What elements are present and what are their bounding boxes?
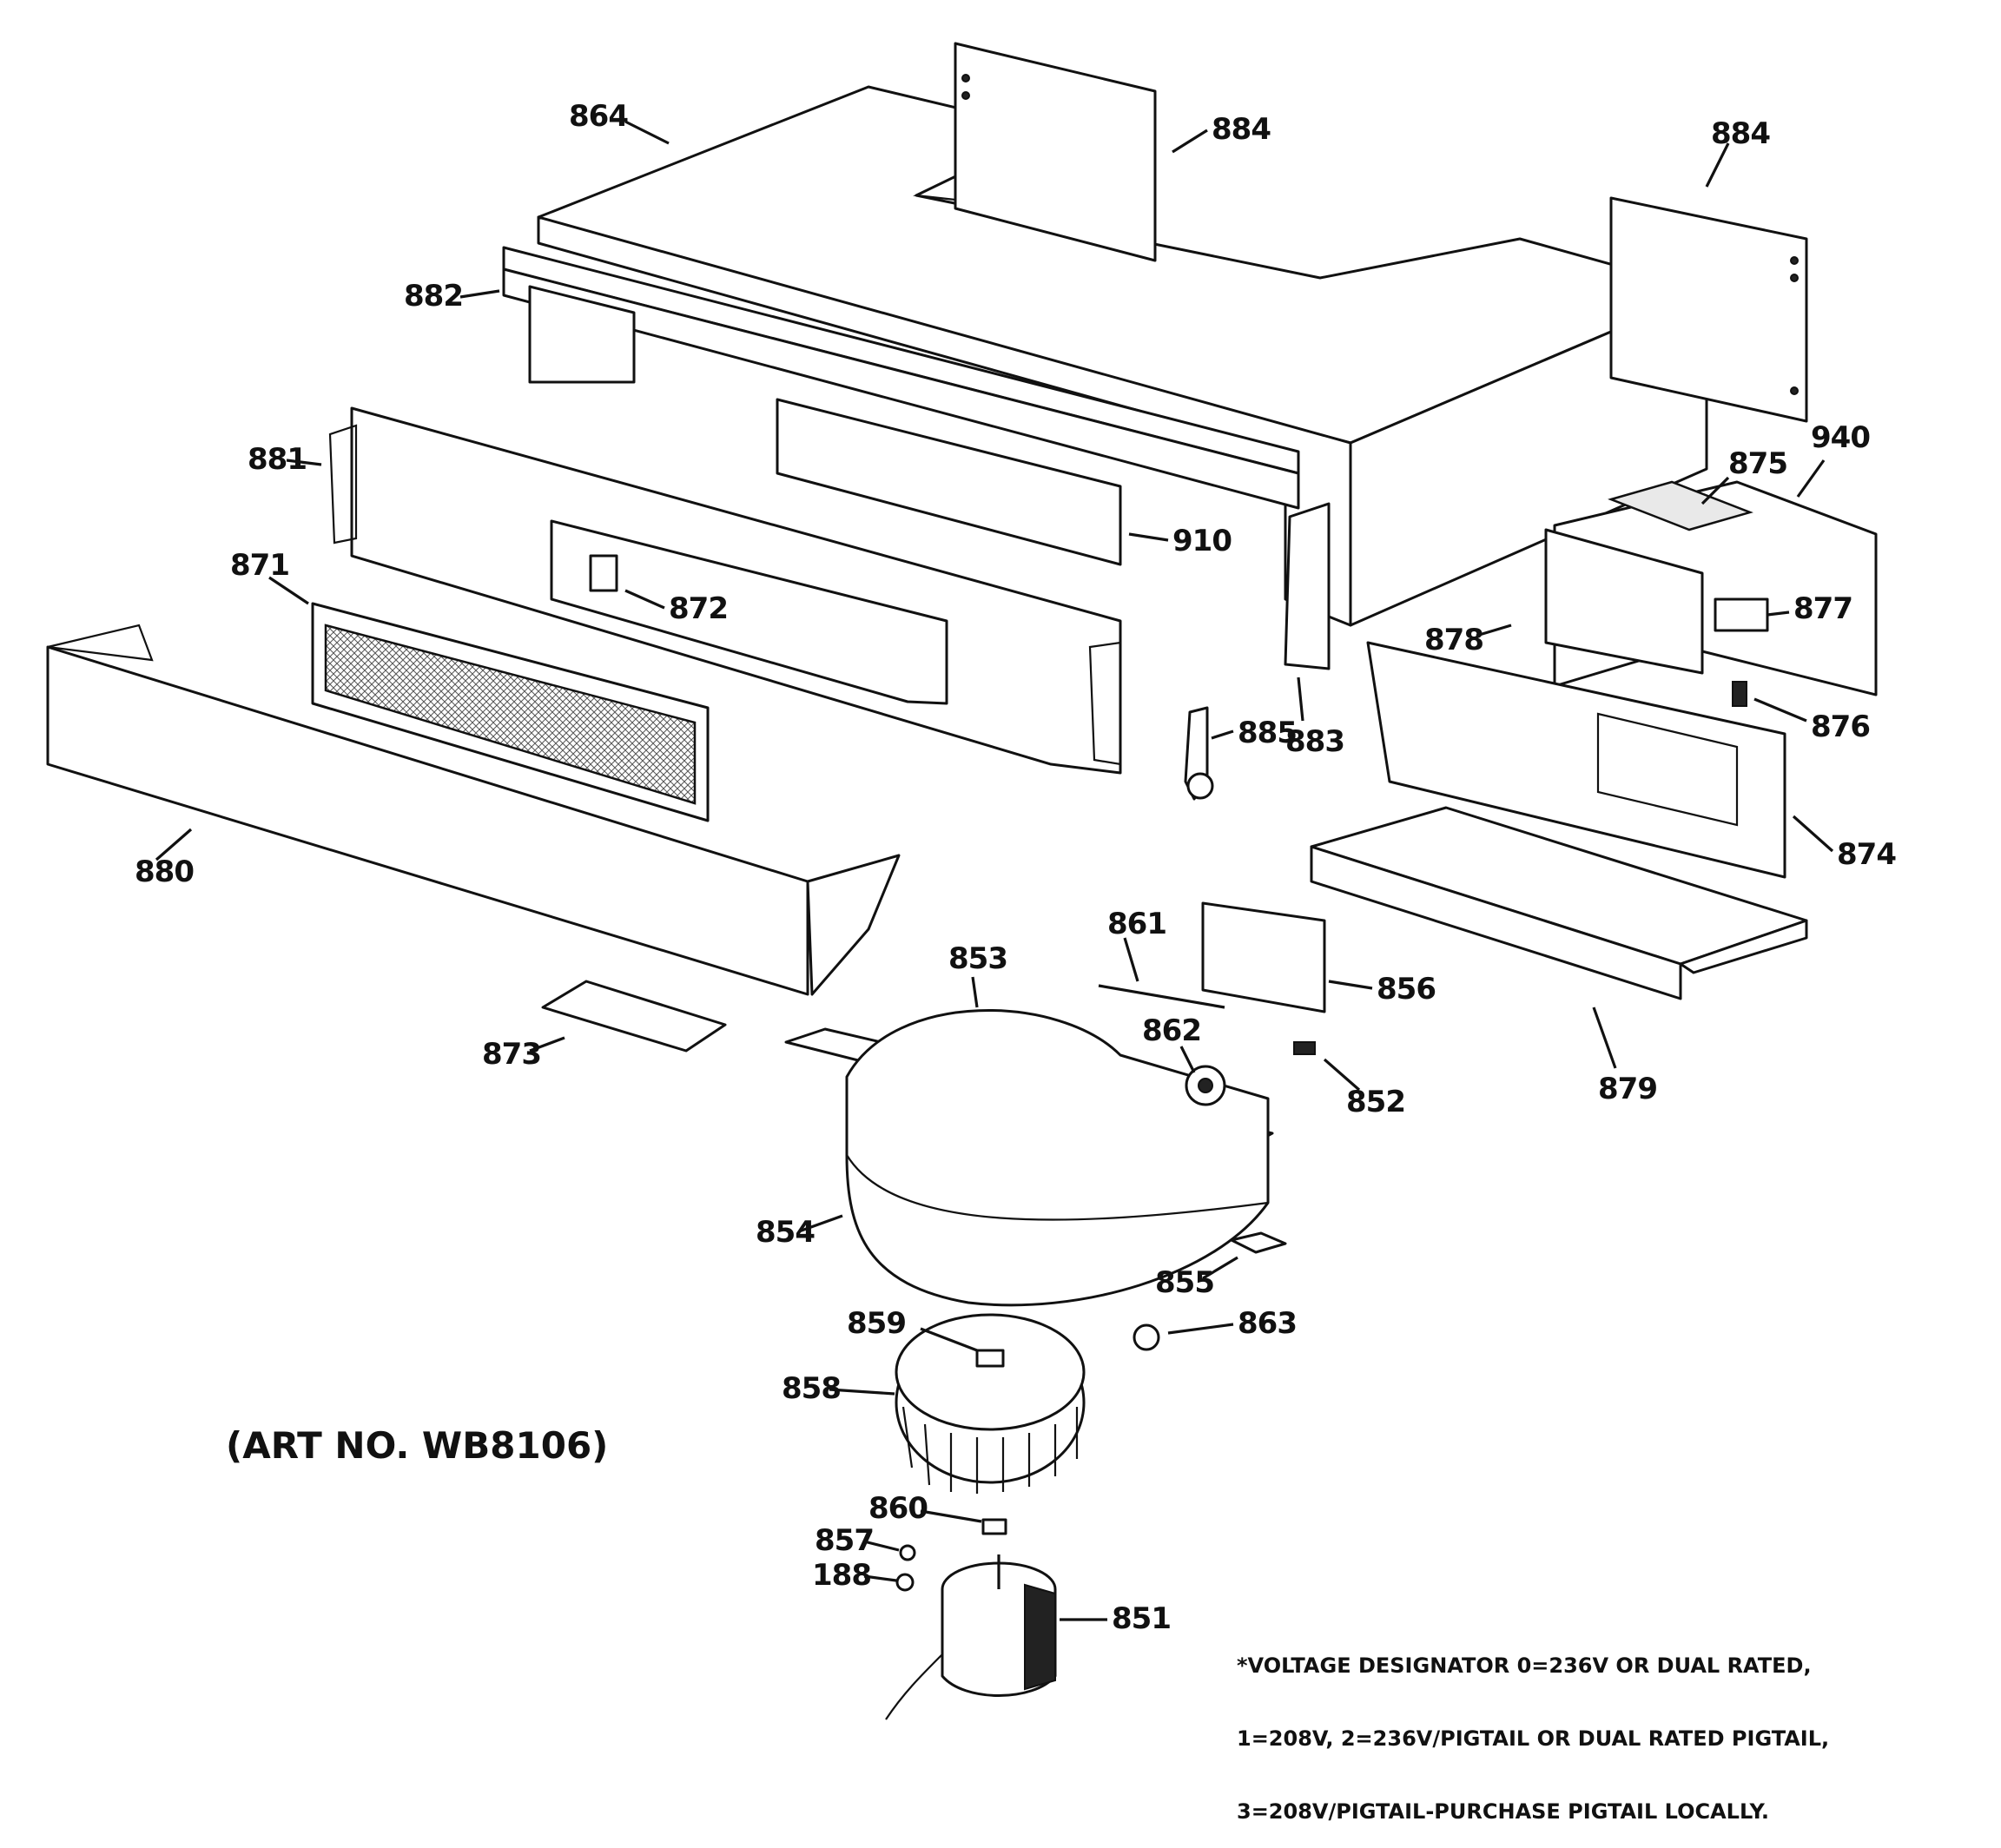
callout-875: 875: [1728, 446, 1787, 481]
part-872-shield: [550, 519, 948, 705]
part-860-clamp: [981, 1518, 1007, 1535]
callout-852: 852: [1346, 1085, 1405, 1119]
part-852-spring: [1293, 1041, 1316, 1055]
voltage-note-line-3: 3=208V/PIGTAIL-PURCHASE PIGTAIL LOCALLY.: [1237, 1799, 1770, 1824]
part-859-hub: [975, 1349, 1005, 1368]
part-879-light-channel: [1310, 806, 1808, 1000]
callout-878: 878: [1424, 623, 1483, 657]
callout-881: 881: [248, 442, 307, 477]
callout-879: 879: [1598, 1072, 1657, 1106]
callout-884-left: 884: [1212, 112, 1271, 147]
part-188-washer: [895, 1573, 915, 1592]
part-857-nut: [899, 1544, 916, 1561]
part-874-lower-panel: [1366, 641, 1786, 879]
callout-851: 851: [1112, 1601, 1171, 1636]
callout-858: 858: [782, 1371, 841, 1406]
callout-853: 853: [948, 941, 1007, 976]
callout-856: 856: [1377, 972, 1436, 1006]
callout-871: 871: [230, 548, 289, 583]
callout-855: 855: [1155, 1265, 1214, 1300]
callout-876: 876: [1811, 710, 1870, 744]
voltage-note-line-1: *VOLTAGE DESIGNATOR 0=236V OR DUAL RATED…: [1237, 1653, 1812, 1678]
part-883-side-bracket: [1284, 502, 1331, 670]
part-880-front-panel: [46, 624, 901, 996]
callout-940: 940: [1811, 420, 1870, 455]
part-862-grommet: [1185, 1065, 1226, 1106]
callout-882: 882: [404, 279, 463, 314]
callout-857: 857: [815, 1523, 874, 1558]
part-858-blower-wheel: [895, 1313, 1086, 1494]
callout-860: 860: [868, 1491, 928, 1526]
part-854-blower-housing: [845, 1009, 1270, 1307]
callout-877: 877: [1793, 591, 1852, 626]
exploded-parts-diagram: 864 884 884 882 881 910 875 940 871 872 …: [46, 42, 1897, 1720]
part-882-front-rail: [502, 246, 1300, 510]
callout-864: 864: [569, 99, 628, 134]
callout-861: 861: [1107, 907, 1166, 941]
callout-859: 859: [847, 1306, 906, 1341]
part-851-motor: [885, 1554, 1057, 1720]
callout-873: 873: [482, 1037, 541, 1072]
callout-854: 854: [756, 1215, 815, 1250]
part-877-lamp-socket: [1714, 597, 1769, 632]
part-884-right-plate: [1609, 196, 1808, 423]
leader-lines: [155, 120, 1834, 1621]
part-871-grease-filter: [311, 602, 710, 822]
callout-883: 883: [1285, 724, 1344, 759]
callout-874: 874: [1837, 837, 1896, 872]
part-878-light-housing: [1544, 528, 1704, 675]
part-863-screw: [1133, 1323, 1160, 1351]
voltage-note: *VOLTAGE DESIGNATOR 0=236V OR DUAL RATED…: [1237, 1605, 1829, 1848]
part-885-latch: [1184, 706, 1214, 801]
callout-188: 188: [812, 1558, 871, 1593]
callout-880: 880: [135, 855, 194, 889]
callout-862: 862: [1142, 1013, 1201, 1048]
callout-910: 910: [1172, 524, 1232, 558]
voltage-note-line-2: 1=208V, 2=236V/PIGTAIL OR DUAL RATED PIG…: [1237, 1726, 1830, 1751]
callout-885: 885: [1238, 716, 1297, 750]
callout-872: 872: [669, 591, 728, 626]
callout-863: 863: [1238, 1306, 1297, 1341]
part-855-clip: [1230, 1231, 1287, 1254]
art-number-label: (ART NO. WB8106): [226, 1424, 609, 1467]
callout-labels: 864 884 884 882 881 910 875 940 871 872 …: [135, 99, 1897, 1636]
part-884-left-plate: [954, 42, 1157, 262]
part-876-switch: [1732, 681, 1747, 707]
part-856-plate: [1201, 901, 1326, 1013]
part-873-bracket: [541, 980, 727, 1053]
part-861-rod: [1098, 984, 1225, 1009]
part-910-inner-panel: [776, 398, 1122, 566]
callout-884-right: 884: [1711, 116, 1770, 151]
